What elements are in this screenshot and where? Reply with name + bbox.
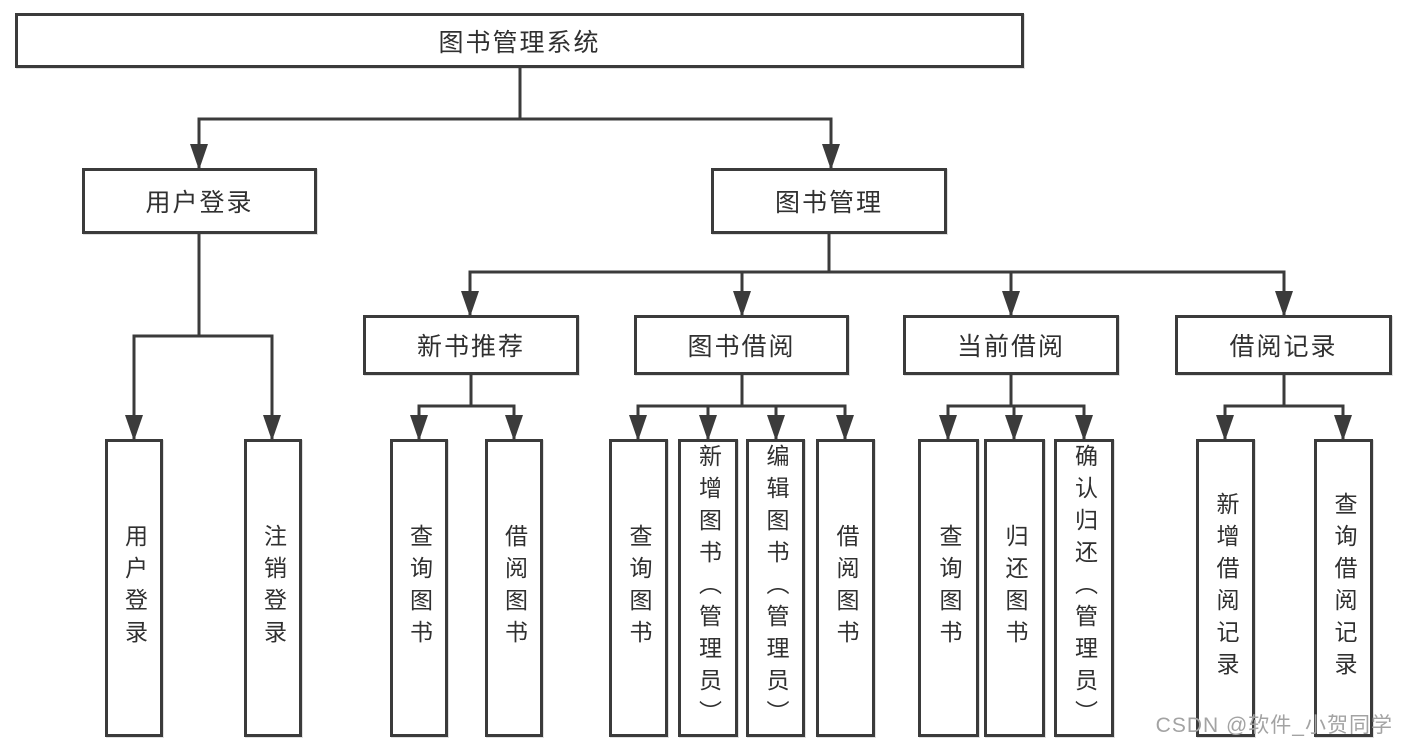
node-new-book-rec: 新书推荐 (363, 315, 579, 375)
node-label: 注销登录 (260, 524, 287, 652)
node-label: 查询借阅记录 (1331, 492, 1357, 684)
node-leaf-bb-borrow: 借阅图书 (816, 439, 875, 737)
node-label: 图书借阅 (687, 333, 796, 361)
node-current-borrow: 当前借阅 (903, 315, 1119, 375)
node-user-login: 用户登录 (82, 168, 317, 234)
node-label: 确认归还（管理员） (1071, 444, 1098, 732)
node-label: 查询图书 (936, 524, 962, 652)
node-label: 图书管理系统 (438, 28, 601, 57)
node-label: 编辑图书（管理员） (763, 444, 789, 732)
node-leaf-nb-query: 查询图书 (390, 439, 448, 737)
node-label: 图书管理 (774, 189, 883, 217)
node-borrow-record: 借阅记录 (1175, 315, 1392, 375)
node-label: 新增图书（管理员） (695, 444, 722, 732)
watermark: CSDN @软件_小贺同学 (1155, 714, 1393, 737)
node-label: 查询图书 (626, 524, 652, 652)
node-leaf-logout: 注销登录 (244, 439, 302, 737)
node-leaf-cb-query: 查询图书 (918, 439, 979, 737)
node-label: 借阅记录 (1229, 333, 1338, 361)
node-leaf-bb-edit: 编辑图书（管理员） (746, 439, 805, 737)
node-leaf-bb-query: 查询图书 (609, 439, 668, 737)
node-label: 新书推荐 (416, 333, 525, 361)
node-book-borrow: 图书借阅 (634, 315, 849, 375)
node-book-mgmt: 图书管理 (711, 168, 947, 234)
node-label: 新增借阅记录 (1213, 492, 1239, 684)
node-leaf-user-login: 用户登录 (105, 439, 163, 737)
node-label: 借阅图书 (501, 524, 528, 652)
node-root: 图书管理系统 (15, 13, 1024, 68)
node-leaf-nb-borrow: 借阅图书 (485, 439, 543, 737)
node-label: 查询图书 (406, 524, 433, 652)
node-label: 用户登录 (121, 524, 148, 652)
node-leaf-cb-return: 归还图书 (984, 439, 1045, 737)
node-label: 借阅图书 (833, 524, 859, 652)
node-label: 用户登录 (145, 189, 254, 217)
node-label: 归还图书 (1002, 524, 1028, 652)
node-leaf-br-query: 查询借阅记录 (1314, 439, 1373, 737)
node-leaf-br-add: 新增借阅记录 (1196, 439, 1255, 737)
node-label: 当前借阅 (956, 333, 1065, 361)
node-leaf-cb-confirm: 确认归还（管理员） (1054, 439, 1114, 737)
node-leaf-bb-add: 新增图书（管理员） (678, 439, 738, 737)
